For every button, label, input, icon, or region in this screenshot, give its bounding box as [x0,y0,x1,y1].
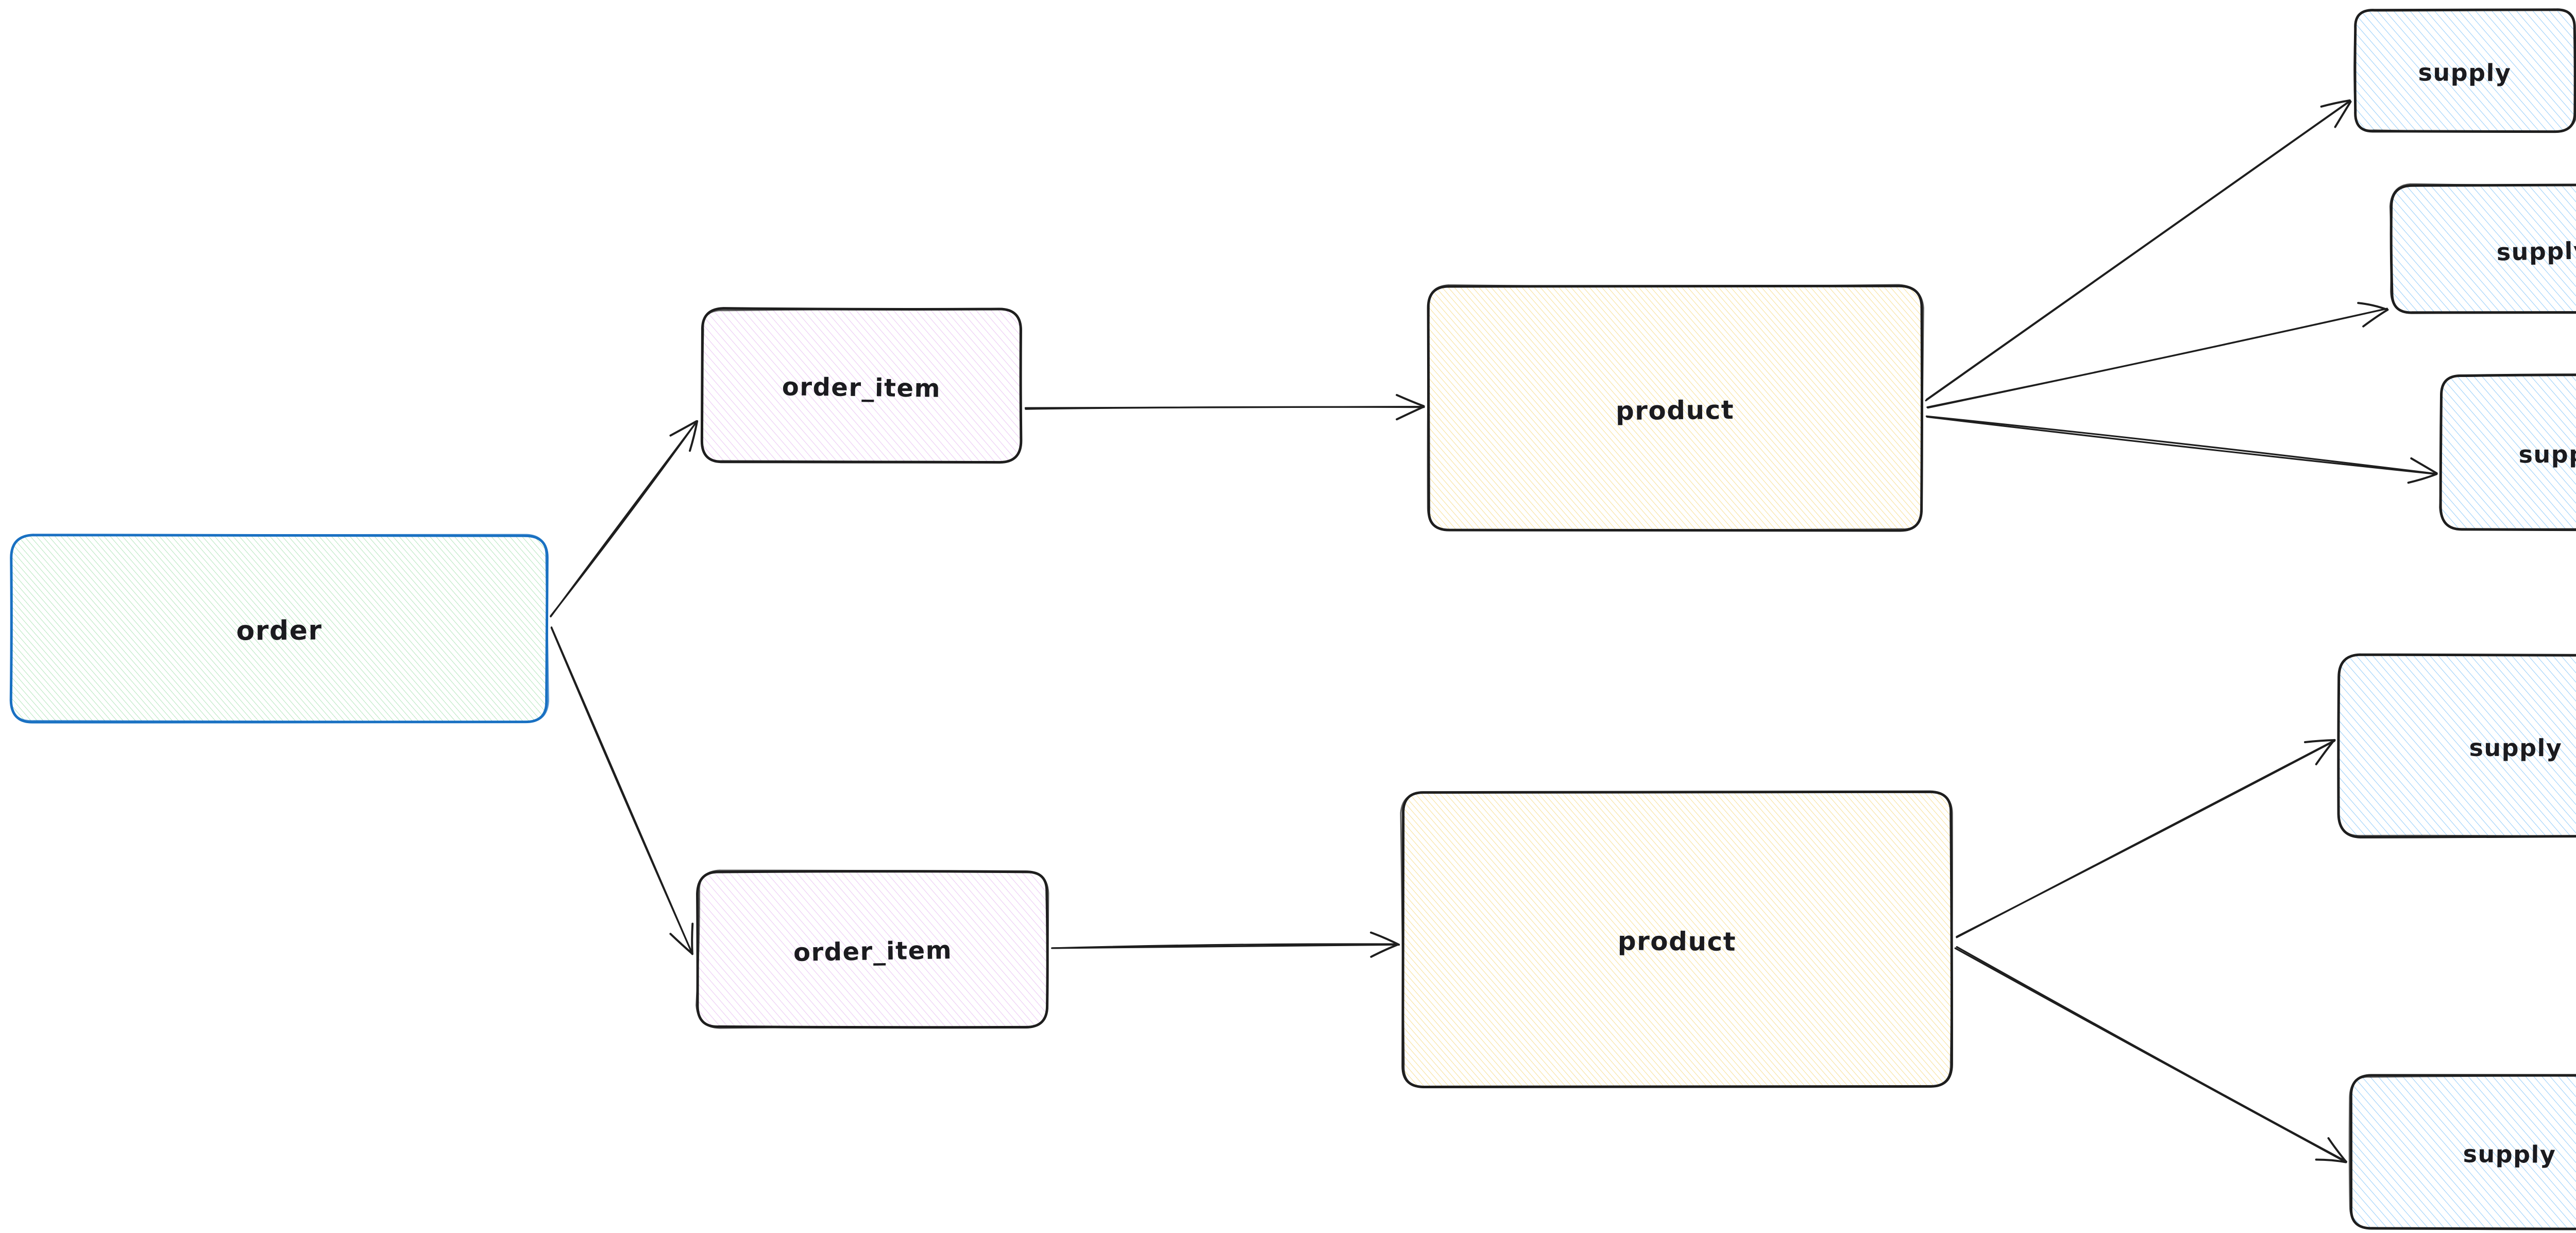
node-fill [2338,655,2576,836]
arrowhead-stroke [2357,302,2389,311]
node-fill [2392,185,2576,314]
edge-line [1925,415,2438,475]
arrowhead-stroke [1370,931,1400,946]
edge-product_1-to-supply_1[interactable] [1925,99,2352,402]
edge-product_1-to-supply_3[interactable] [1925,415,2438,484]
node-label-product_2: product [1618,926,1737,957]
node-outline [2337,654,2576,837]
arrowhead-stroke [669,420,698,437]
node-label-order: order [236,615,322,646]
edge-line [1954,947,2347,1163]
node-outline [696,869,1049,1029]
node-fill [701,309,1022,464]
node-outline [2389,183,2576,314]
node-fill [1402,792,1952,1087]
arrowhead-stroke [2410,457,2438,475]
arrowhead-stroke [2315,739,2335,765]
node-label-order_item_1: order_item [782,372,941,403]
node-supply_4[interactable]: supply [2337,653,2576,838]
node-layer: orderorder_itemorder_itemproductproducts… [9,8,2576,1230]
edge-line [550,627,693,955]
edge-order-to-order_item_2[interactable] [550,626,694,955]
edge-order-to-order_item_1[interactable] [550,420,699,618]
node-fill [2354,9,2575,133]
arrowhead-stroke [2362,309,2389,328]
node-label-supply_5: supply [2463,1140,2556,1169]
edge-order_item_2-to-product_2[interactable] [1051,931,1400,958]
arrowhead-stroke [1396,393,1425,407]
edge-line [1051,943,1399,949]
node-order[interactable]: order [9,534,549,724]
node-fill [2350,1075,2576,1229]
arrowhead-stroke [2327,1137,2347,1163]
node-outline [1427,284,1924,531]
node-outline [2348,1075,2576,1230]
edge-line [1926,99,2351,401]
edge-order_item_1-to-product_1[interactable] [1024,393,1425,421]
arrowhead-stroke [1370,943,1399,958]
edge-line [1927,307,2388,409]
arrowhead-stroke [2407,473,2438,484]
edge-product_1-to-supply_2[interactable] [1926,302,2389,409]
node-supply_1[interactable]: supply [2353,8,2576,133]
node-supply_5[interactable]: supply [2348,1074,2576,1230]
node-label-supply_1: supply [2418,58,2511,87]
arrowhead-stroke [2315,1158,2347,1163]
arrowhead-stroke [2320,99,2351,108]
edge-line [1956,946,2347,1162]
edge-product_2-to-supply_4[interactable] [1956,739,2336,938]
node-product_2[interactable]: product [1400,790,1953,1088]
edge-line [1025,406,1425,410]
edge-product_2-to-supply_5[interactable] [1954,946,2347,1163]
arrowhead-stroke [689,420,699,452]
node-label-product_1: product [1616,395,1735,426]
node-supply_2[interactable]: supply [2389,183,2576,314]
edge-line [550,420,698,617]
node-label-supply_4: supply [2469,734,2563,762]
node-label-order_item_2: order_item [793,936,953,967]
node-order_item_1[interactable]: order_item [700,307,1023,464]
node-outline [701,308,1022,463]
node-outline [2439,374,2576,530]
node-outline [2353,8,2576,133]
node-label-supply_3: supply [2519,440,2576,468]
arrowhead-stroke [1396,405,1425,421]
arrowhead-stroke [2304,739,2336,743]
node-outline [2349,1074,2576,1230]
node-label-supply_2: supply [2496,237,2576,266]
edge-line [1956,740,2335,938]
edge-line [1926,416,2437,475]
node-fill [1428,286,1922,531]
node-order_item_2[interactable]: order_item [696,869,1049,1029]
node-fill [698,871,1048,1029]
node-product_1[interactable]: product [1427,284,1924,532]
node-fill [11,535,548,723]
node-outline [1400,791,1953,1088]
node-fill [2440,375,2576,529]
node-supply_3[interactable]: supply [2439,373,2576,532]
edge-layer [550,99,2438,1163]
arrowhead-stroke [669,933,693,955]
node-outline [10,534,549,723]
arrowhead-stroke [2334,100,2352,128]
